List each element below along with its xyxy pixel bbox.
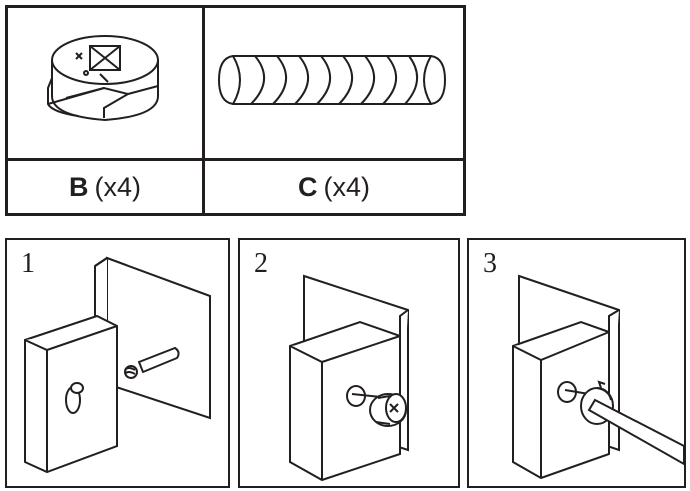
step-1-panel: 1	[5, 238, 230, 488]
part-b-label: B (x4)	[8, 161, 202, 213]
insert-cam-lock-illustration-icon	[289, 274, 409, 482]
part-c-label: C (x4)	[205, 161, 463, 213]
part-quantity: (x4)	[323, 171, 371, 202]
step-number: 2	[254, 248, 268, 279]
part-c-image	[205, 8, 463, 158]
parts-table: B (x4) C (x4)	[5, 5, 466, 216]
cam-lock-fitting-icon	[47, 35, 159, 122]
part-quantity: (x4)	[94, 171, 142, 202]
step-number: 1	[21, 248, 35, 279]
part-b-image	[8, 8, 202, 158]
insert-dowel-illustration-icon	[24, 256, 211, 474]
part-letter: B	[69, 171, 89, 202]
step-number: 3	[483, 248, 497, 279]
wooden-dowel-icon	[217, 55, 447, 105]
table-divider-horizontal	[8, 158, 463, 161]
table-divider-vertical	[202, 8, 205, 213]
part-letter: C	[298, 171, 318, 202]
tighten-with-screwdriver-illustration-icon	[512, 274, 684, 480]
step-3-panel: 3	[467, 238, 686, 488]
step-2-panel: 2	[238, 238, 460, 488]
